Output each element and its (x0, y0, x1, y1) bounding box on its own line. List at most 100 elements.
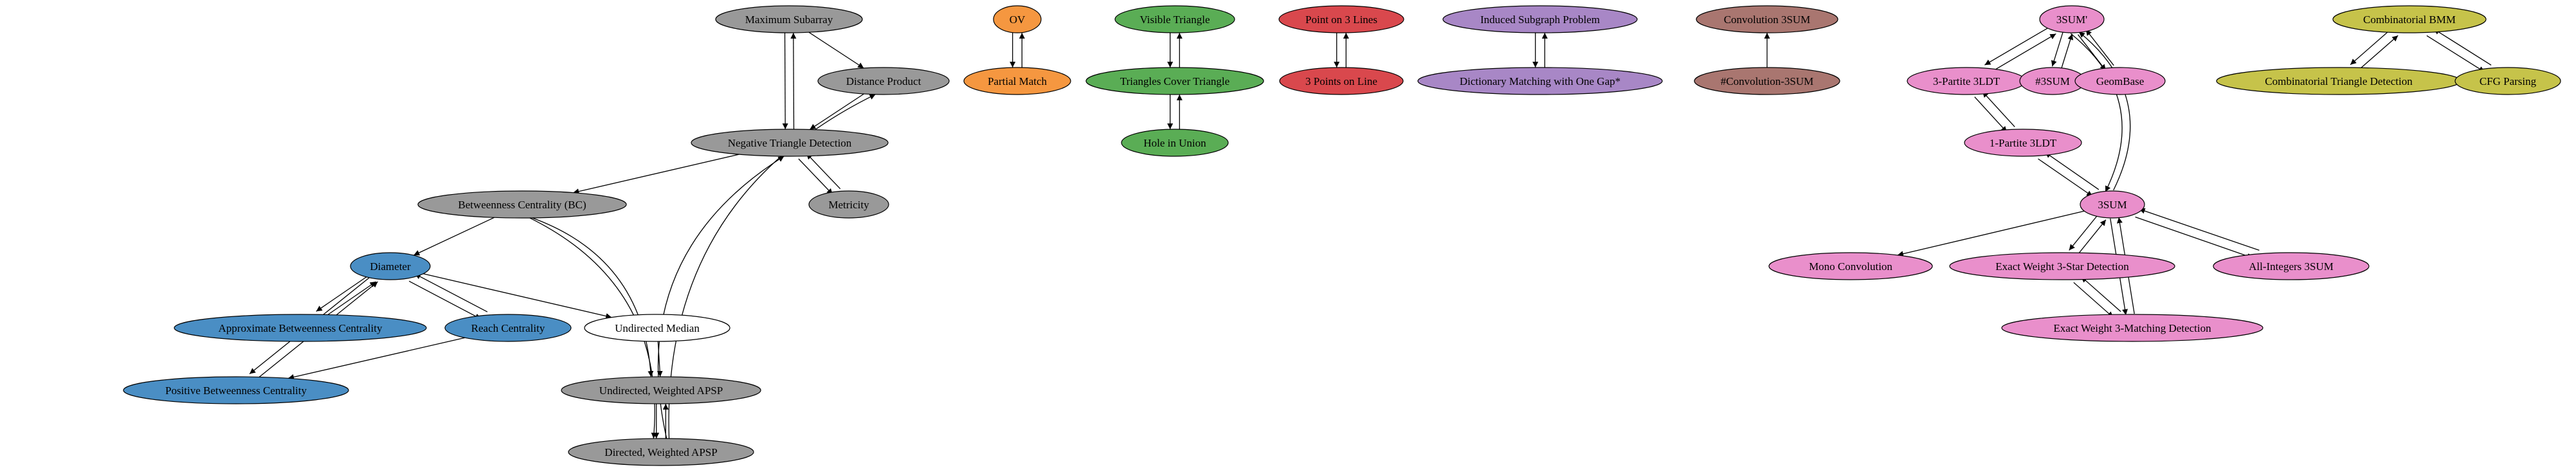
node-mono_conv: Mono Convolution (1768, 252, 1933, 280)
node-label: CFG Parsing (2480, 75, 2537, 87)
edge-comb_bmm-to-cfg_parsing (2426, 35, 2485, 73)
node-ellipse (817, 67, 950, 95)
node-label: 1-Partite 3LDT (1990, 137, 2057, 149)
edge-betweenness-to-diameter (413, 217, 495, 256)
node-ellipse (561, 376, 761, 404)
node-label: Distance Product (846, 75, 921, 87)
node-exact_3star: Exact Weight 3-Star Detection (1949, 252, 2175, 280)
node-ellipse (691, 129, 889, 157)
edge-max_subarray-to-neg_triangle (782, 32, 788, 130)
node-conv_3sum: Convolution 3SUM (1696, 5, 1838, 33)
node-visible_triangle: Visible Triangle (1114, 5, 1235, 33)
node-ellipse (993, 5, 1042, 33)
node-ellipse (1694, 67, 1840, 95)
node-label: Partial Match (988, 75, 1048, 87)
node-hash_3sum: #3SUM (2019, 67, 2086, 95)
node-label: Approximate Betweenness Centrality (219, 322, 383, 334)
node-label: GeomBase (2096, 75, 2145, 87)
node-ellipse (1278, 5, 1404, 33)
edge-three_sum_prime-to-three_partite (1984, 26, 2051, 66)
node-three_sum: 3SUM (2080, 190, 2145, 219)
edge-all_integers-to-three_sum (2139, 208, 2260, 251)
edge-distance_product-to-neg_triangle (809, 93, 864, 130)
edge-three_sum_prime-to-hash_3sum (2051, 31, 2064, 67)
edge-reach_centrality-to-diameter (414, 273, 488, 312)
node-label: Induced Subgraph Problem (1480, 14, 1600, 26)
node-ellipse (2213, 252, 2370, 280)
edge-comb_bmm-to-comb_triangle (2350, 29, 2391, 66)
node-triangles_cover: Triangles Cover Triangle (1085, 67, 1264, 95)
node-label: Exact Weight 3-Star Detection (1995, 260, 2129, 273)
node-label: Metricity (828, 199, 869, 211)
node-partial_match: Partial Match (963, 67, 1071, 95)
node-label: Reach Centrality (471, 322, 545, 334)
node-label: 3SUM (2098, 199, 2127, 211)
edge-exact_3matching-to-exact_3star (2081, 276, 2121, 312)
edge-three_sum-to-all_integers (2135, 216, 2253, 259)
node-point_on_3_lines: Point on 3 Lines (1278, 5, 1404, 33)
node-label: #3SUM (2035, 75, 2070, 87)
edge-three_partite-to-one_partite (1974, 96, 2008, 133)
edge-metricity-to-neg_triangle (806, 153, 841, 190)
node-ellipse (123, 376, 349, 404)
node-induced_subgraph: Induced Subgraph Problem (1442, 5, 1638, 33)
node-ellipse (1442, 5, 1638, 33)
node-three_points_line: 3 Points on Line (1279, 67, 1404, 95)
edge-betweenness-to-undirected_apsp (532, 217, 654, 377)
edge-one_partite-to-three_partite (1982, 91, 2015, 127)
edge-three_sum-to-exact_3star (2069, 214, 2099, 251)
edge-neg_triangle-to-metricity (798, 158, 833, 195)
node-label: Betweenness Centrality (BC) (458, 199, 586, 211)
node-max_subarray: Maximum Subarray (715, 5, 863, 33)
node-label: Convolution 3SUM (1724, 14, 1811, 26)
node-label: 3-Partite 3LDT (1933, 75, 2000, 87)
node-label: Triangles Cover Triangle (1120, 75, 1229, 87)
node-label: 3SUM' (2056, 14, 2087, 26)
edge-max_subarray-to-distance_product (808, 32, 864, 69)
node-ellipse (1768, 252, 1933, 280)
edge-directed_apsp-to-distance_product (668, 94, 876, 439)
node-all_integers: All-Integers 3SUM (2213, 252, 2370, 280)
edge-diameter-to-undirected_median (423, 273, 612, 319)
node-one_partite: 1-Partite 3LDT (1964, 129, 2082, 157)
node-ellipse (1085, 67, 1264, 95)
node-label: Visible Triangle (1139, 14, 1210, 26)
node-ellipse (808, 190, 889, 219)
node-cfg_parsing: CFG Parsing (2454, 67, 2561, 95)
node-ellipse (2332, 5, 2487, 33)
node-ellipse (2454, 67, 2561, 95)
node-betweenness: Betweenness Centrality (BC) (417, 190, 627, 219)
edge-geombase-to-three_sum_prime (2085, 29, 2114, 66)
node-label: Mono Convolution (1809, 260, 1892, 273)
node-hole_in_union: Hole in Union (1121, 129, 1229, 157)
edges (249, 26, 2492, 439)
node-ellipse (1949, 252, 2175, 280)
node-label: Directed, Weighted APSP (604, 446, 717, 458)
edge-approx_bc-to-diameter (323, 281, 376, 318)
edge-exact_3star-to-three_sum (2076, 219, 2107, 256)
node-label: OV (1010, 14, 1026, 26)
node-ellipse (444, 314, 572, 342)
edge-reach_centrality-to-positive_bc (287, 337, 466, 380)
node-label: #Convolution-3SUM (1721, 75, 1814, 87)
node-label: 3 Points on Line (1305, 75, 1377, 87)
node-directed_apsp: Directed, Weighted APSP (568, 438, 754, 466)
node-ellipse (2080, 190, 2145, 219)
node-ov: OV (993, 5, 1042, 33)
node-label: Undirected Median (615, 322, 700, 334)
node-ellipse (1964, 129, 2082, 157)
edge-exact_3star-to-exact_3matching (2073, 282, 2114, 318)
edge-three_partite-to-three_sum_prime (1991, 33, 2056, 73)
node-label: Undirected, Weighted APSP (599, 384, 723, 397)
edge-comb_triangle-to-comb_bmm (2357, 35, 2399, 71)
node-reach_centrality: Reach Centrality (444, 314, 572, 342)
node-three_sum_prime: 3SUM' (2039, 5, 2105, 33)
edge-neg_triangle-to-betweenness (573, 154, 739, 195)
node-ellipse (715, 5, 863, 33)
node-ellipse (2074, 67, 2166, 95)
node-approx_bc: Approximate Betweenness Centrality (174, 314, 427, 342)
node-label: Exact Weight 3-Matching Detection (2053, 322, 2211, 334)
node-label: Hole in Union (1143, 137, 1206, 149)
